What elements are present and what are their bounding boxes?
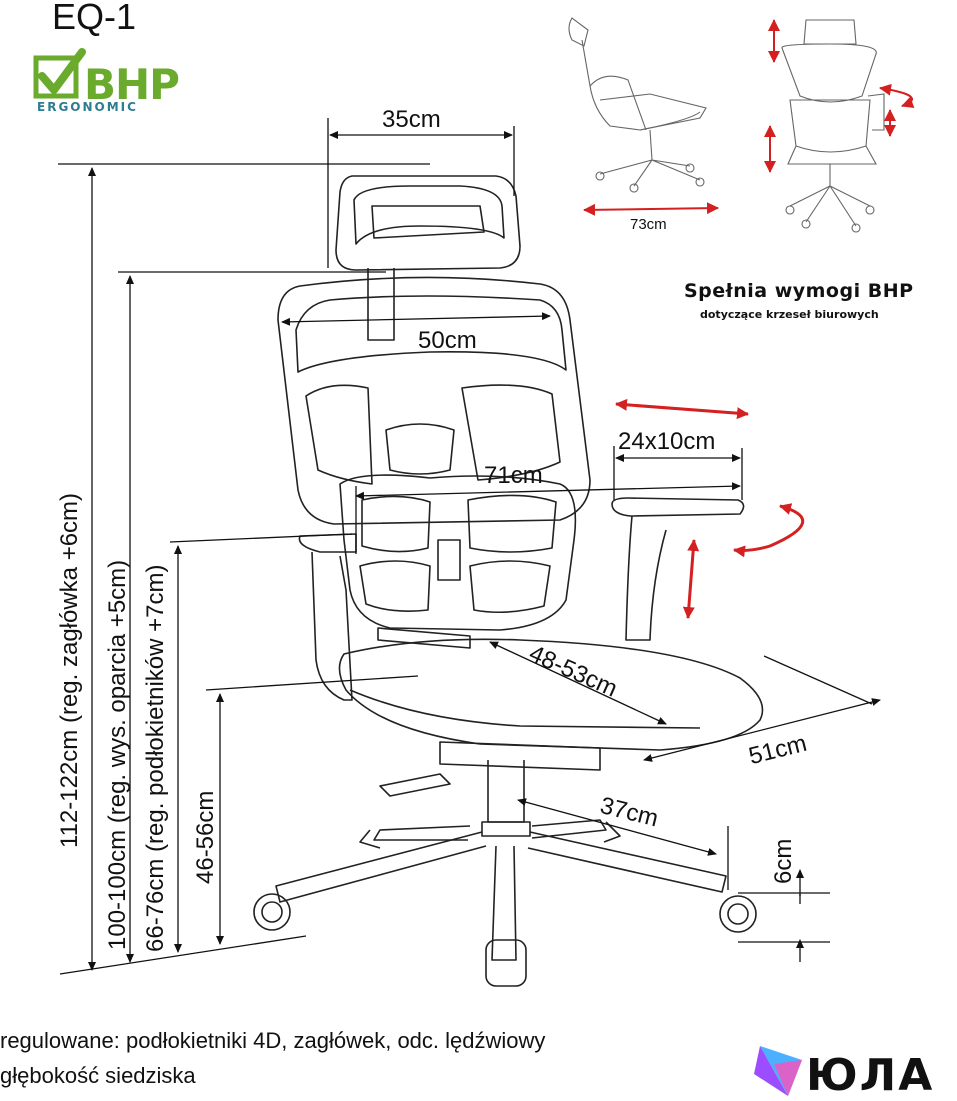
wheel-height-label: 6cm bbox=[770, 838, 797, 884]
yula-logo-icon bbox=[754, 1046, 802, 1096]
logo-subtitle: ERGONOMIC bbox=[37, 100, 138, 114]
armrest-span-label: 71cm bbox=[484, 462, 543, 489]
model-name: EQ-1 bbox=[52, 0, 137, 37]
armrest-adjust-arrows bbox=[615, 398, 804, 619]
headrest-width-label: 35cm bbox=[382, 106, 441, 133]
brand-name: ЮЛА bbox=[806, 1050, 935, 1101]
seat-height-label: 46-56cm bbox=[192, 790, 219, 884]
thumbnail-back-view bbox=[781, 19, 885, 233]
backrest-height-label: 100-100cm (reg. wys. oparcia +5cm) bbox=[104, 559, 131, 950]
compliance-subheading: dotyczące krzeseł biurowych bbox=[700, 308, 879, 321]
checkmark-box-icon bbox=[33, 48, 86, 99]
compliance-heading: Spełnia wymogi BHP bbox=[684, 280, 914, 302]
armrest-size-label: 24x10cm bbox=[618, 428, 716, 455]
side-depth-label: 73cm bbox=[630, 216, 667, 233]
dimension-lines bbox=[58, 118, 881, 975]
total-height-label: 112-122cm (reg. zagłówka +6cm) bbox=[56, 492, 83, 848]
armrest-height-label: 66-76cm (reg. podłokietników +7cm) bbox=[142, 564, 169, 952]
logo-word: BHP bbox=[84, 60, 180, 109]
footer-line-2: głębokość siedziska bbox=[0, 1063, 196, 1088]
thumb-adjust-arrows bbox=[764, 19, 915, 173]
footer-line-1: regulowane: podłokietniki 4D, zagłówek, … bbox=[0, 1028, 546, 1053]
thumbnail-side-view bbox=[568, 17, 707, 193]
backrest-width-label: 50cm bbox=[418, 327, 477, 354]
thumb-depth-arrow bbox=[583, 202, 719, 216]
